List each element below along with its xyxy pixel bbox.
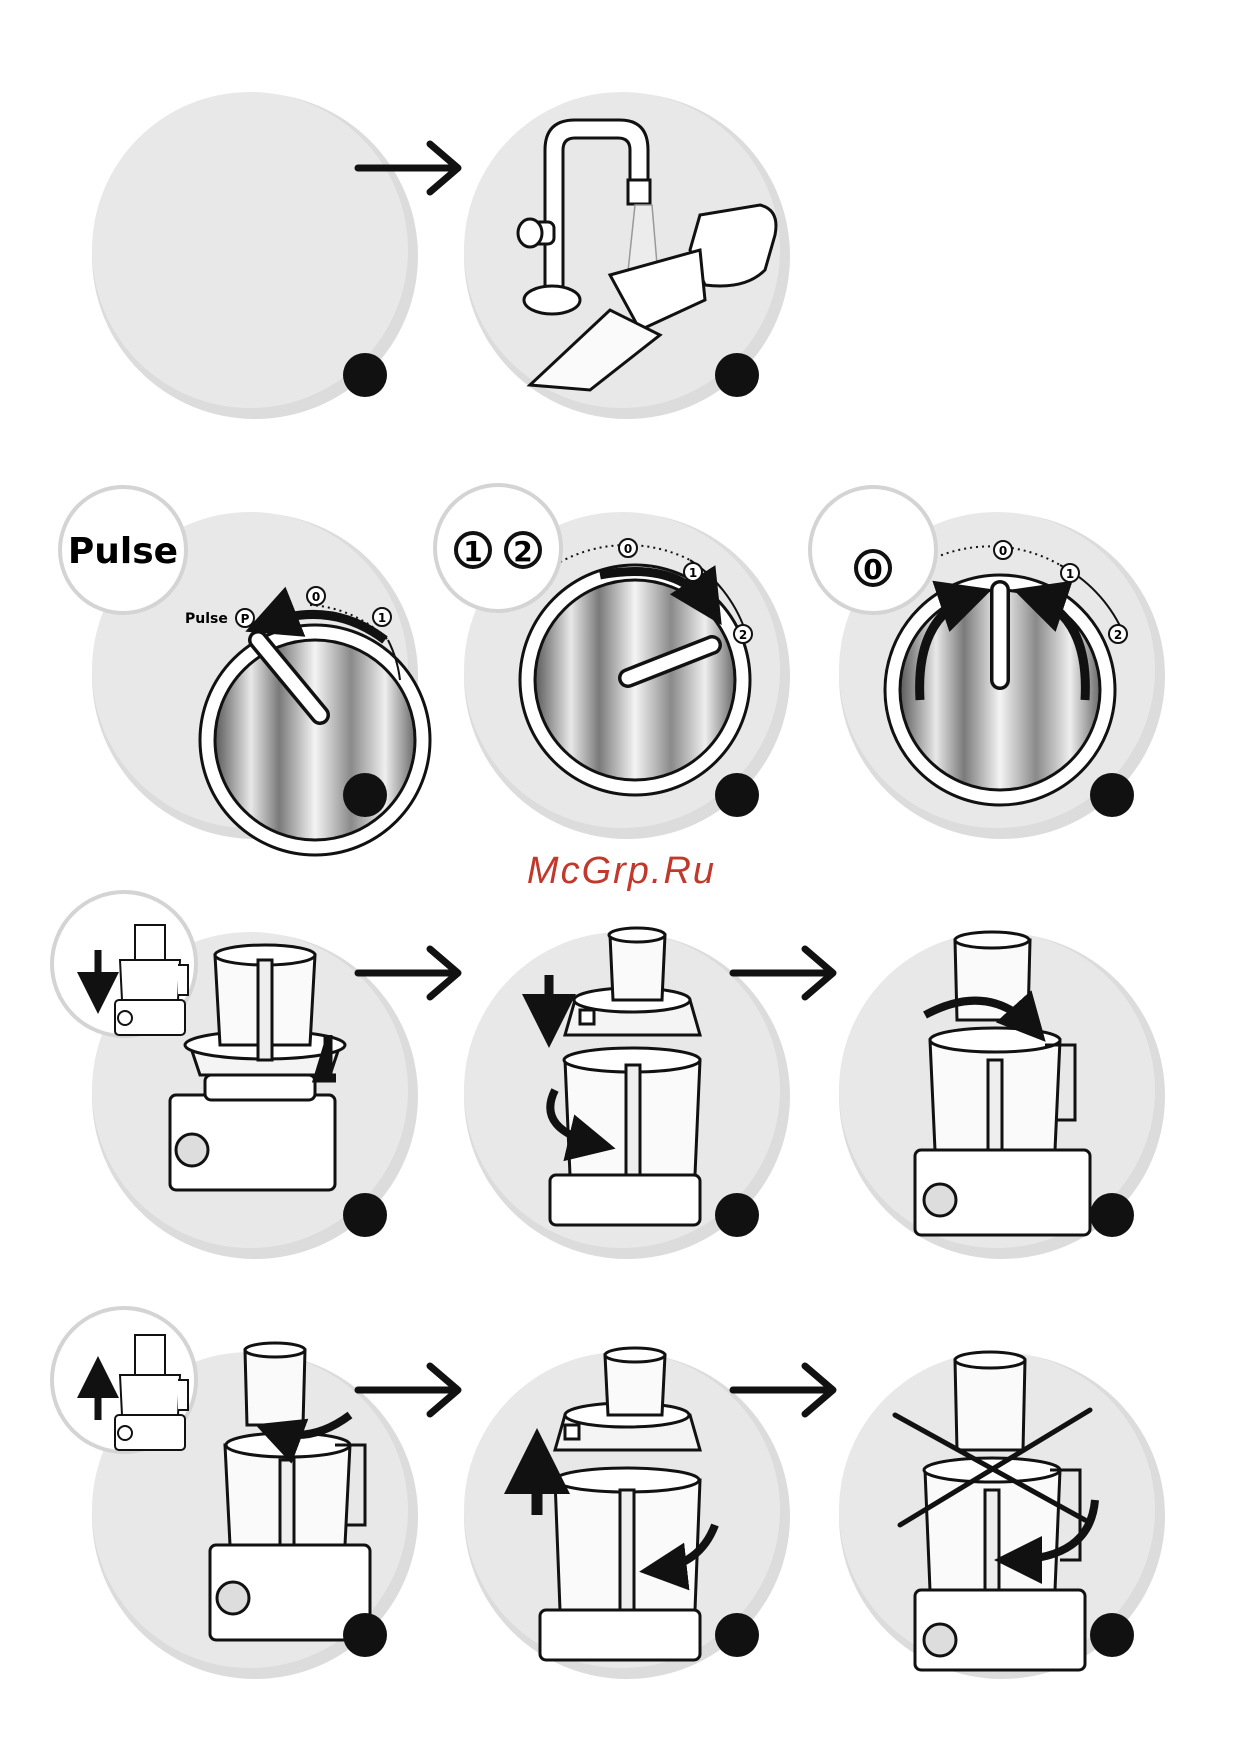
- dial-knob-icon: [520, 565, 750, 795]
- dial-mark-two: 2: [1114, 628, 1122, 642]
- step-number-dot: [343, 353, 387, 397]
- dial-mark-one: 1: [689, 566, 697, 580]
- step-panel-2: [464, 92, 790, 419]
- inset-badge: [52, 892, 196, 1036]
- pulse-badge-label: Pulse: [68, 531, 178, 572]
- step-number-dot: [715, 1613, 759, 1657]
- off-label: 0: [863, 553, 882, 586]
- dial-mark-two: 2: [739, 628, 747, 642]
- speeds-badge: 1 2: [435, 485, 561, 611]
- dial-mark-pulse: Pulse: [185, 611, 228, 627]
- dial-mark-one: 1: [1066, 567, 1074, 581]
- step-panel-lock-lid: [839, 932, 1165, 1259]
- dial-mark-zero: 0: [312, 590, 320, 604]
- step-number-dot: [1090, 1613, 1134, 1657]
- speed-one-label: 1: [463, 535, 482, 568]
- step-panel-lift-lid: [464, 1348, 790, 1679]
- step-panel-unlock: [52, 1308, 418, 1679]
- step-number-dot: [715, 1193, 759, 1237]
- step-number-dot: [1090, 773, 1134, 817]
- step-panel-fit-bowl: [52, 892, 418, 1259]
- step-number-dot: [343, 1193, 387, 1237]
- step-panel-off: 0 1 2 0: [810, 487, 1165, 839]
- speed-two-label: 2: [513, 535, 532, 568]
- step-panel-1: [92, 92, 418, 419]
- step-panel-fit-lid: [464, 928, 790, 1259]
- step-number-dot: [343, 773, 387, 817]
- step-panel-do-not: [839, 1352, 1165, 1679]
- pulse-badge: Pulse: [60, 487, 186, 613]
- step-panel-speeds: 0 1 2 1 2: [435, 485, 790, 839]
- step-panel-pulse: 0 1 Pulse P Pulse: [60, 487, 430, 855]
- step-number-dot: [715, 353, 759, 397]
- step-number-dot: [715, 773, 759, 817]
- inset-badge: [52, 1308, 196, 1452]
- step-number-dot: [343, 1613, 387, 1657]
- watermark: McGrp.Ru: [0, 850, 1243, 893]
- dial-mark-p: P: [241, 612, 250, 626]
- step-number-dot: [1090, 1193, 1134, 1237]
- dial-mark-zero: 0: [999, 544, 1007, 558]
- dial-mark-one: 1: [378, 611, 386, 625]
- dial-mark-zero: 0: [624, 542, 632, 556]
- off-badge: 0: [810, 487, 936, 613]
